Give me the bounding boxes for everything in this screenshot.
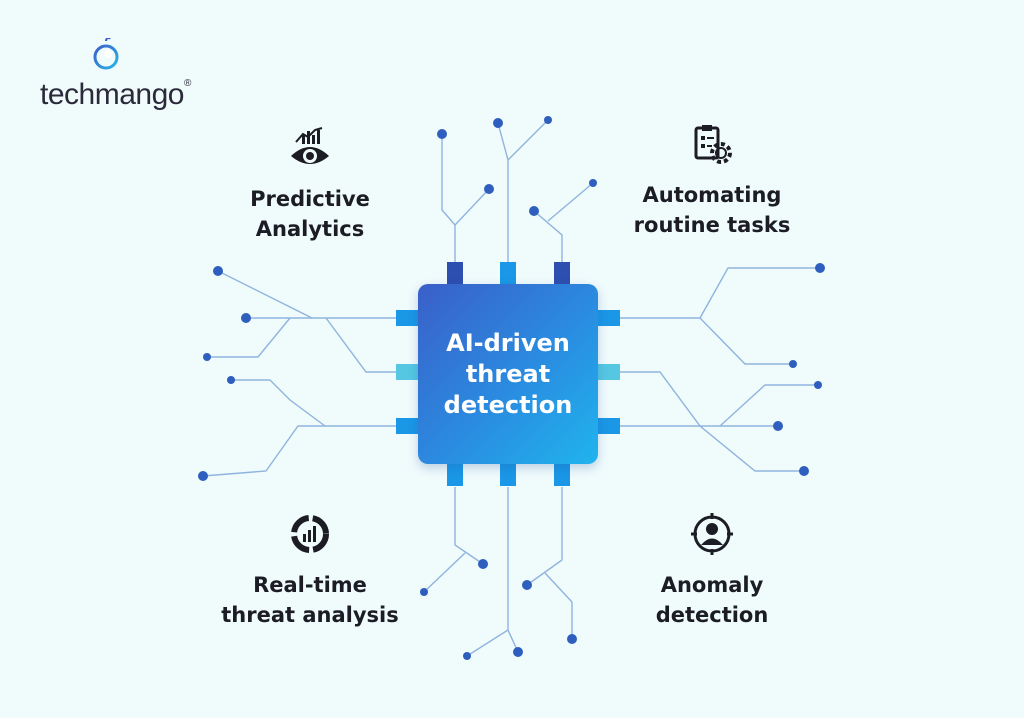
- chip-pin: [598, 364, 620, 380]
- trace-left: [231, 379, 326, 427]
- ai-chip: AI-driven threat detection: [418, 284, 598, 464]
- circuit-node: [814, 381, 822, 389]
- trace-left: [207, 317, 291, 358]
- trace-top: [454, 188, 490, 262]
- chip-pin: [396, 418, 418, 434]
- chip-pin: [447, 464, 463, 486]
- circuit-node: [799, 466, 809, 476]
- circuit-node: [198, 471, 208, 481]
- chip-pin: [500, 262, 516, 284]
- feature-title: Real-time threat analysis: [221, 573, 399, 627]
- trace-right: [618, 267, 820, 319]
- chip-pin: [598, 310, 620, 326]
- chip-pin: [447, 262, 463, 284]
- logo-mark-icon: [93, 38, 119, 70]
- registered-mark: ®: [183, 78, 191, 89]
- techmango-logo: techmango®: [40, 38, 200, 118]
- circuit-node: [773, 421, 783, 431]
- trace-top: [533, 210, 563, 262]
- eye-analytics-icon: [291, 127, 329, 164]
- trace-top: [547, 182, 594, 222]
- logo-wordmark: techmango: [40, 78, 184, 111]
- chip-pin: [598, 418, 620, 434]
- circuit-node: [789, 360, 797, 368]
- trace-top: [507, 119, 549, 161]
- trace-bottom: [526, 487, 563, 586]
- circuit-node: [567, 634, 577, 644]
- circuit-node: [227, 376, 235, 384]
- trace-bottom: [454, 487, 484, 565]
- circuit-node: [513, 647, 523, 657]
- target-person-icon: [691, 513, 733, 555]
- feature-title: Anomaly detection: [655, 573, 769, 627]
- chip-pin: [554, 262, 570, 284]
- circuit-node: [529, 206, 539, 216]
- circuit-node: [493, 118, 503, 128]
- chip-pin: [396, 364, 418, 380]
- circuit-node: [522, 580, 532, 590]
- circuit-node: [484, 184, 494, 194]
- circuit-node: [437, 129, 447, 139]
- trace-right: [719, 384, 818, 427]
- feature-predictive-analytics: Predictive Analytics: [190, 126, 430, 244]
- donut-chart-icon: [291, 515, 329, 553]
- chip-pin: [500, 464, 516, 486]
- trace-top: [441, 134, 456, 226]
- trace-bottom: [423, 552, 466, 593]
- circuit-node: [203, 353, 211, 361]
- circuit-node: [478, 559, 488, 569]
- circuit-node: [544, 116, 552, 124]
- feature-anomaly-detection: Anomaly detection: [592, 512, 832, 630]
- circuit-node: [463, 652, 471, 660]
- circuit-node: [420, 588, 428, 596]
- trace-left: [325, 317, 398, 373]
- feature-real-time-analysis: Real-time threat analysis: [190, 512, 430, 630]
- circuit-node: [241, 313, 251, 323]
- trace-bottom: [544, 572, 573, 639]
- trace-right: [699, 317, 793, 365]
- trace-left: [202, 425, 398, 477]
- chip-pin: [554, 464, 570, 486]
- trace-left: [217, 270, 398, 319]
- chip-pin: [396, 310, 418, 326]
- chip-label: AI-driven threat detection: [443, 328, 573, 419]
- feature-title: Automating routine tasks: [633, 183, 791, 237]
- trace-top: [497, 122, 509, 262]
- circuit-node: [213, 266, 223, 276]
- circuit-node: [589, 179, 597, 187]
- trace-bottom: [466, 487, 509, 657]
- clipboard-gear-icon: [694, 125, 732, 164]
- feature-title: Predictive Analytics: [250, 187, 370, 241]
- circuit-node: [815, 263, 825, 273]
- feature-automating-tasks: Automating routine tasks: [592, 122, 832, 240]
